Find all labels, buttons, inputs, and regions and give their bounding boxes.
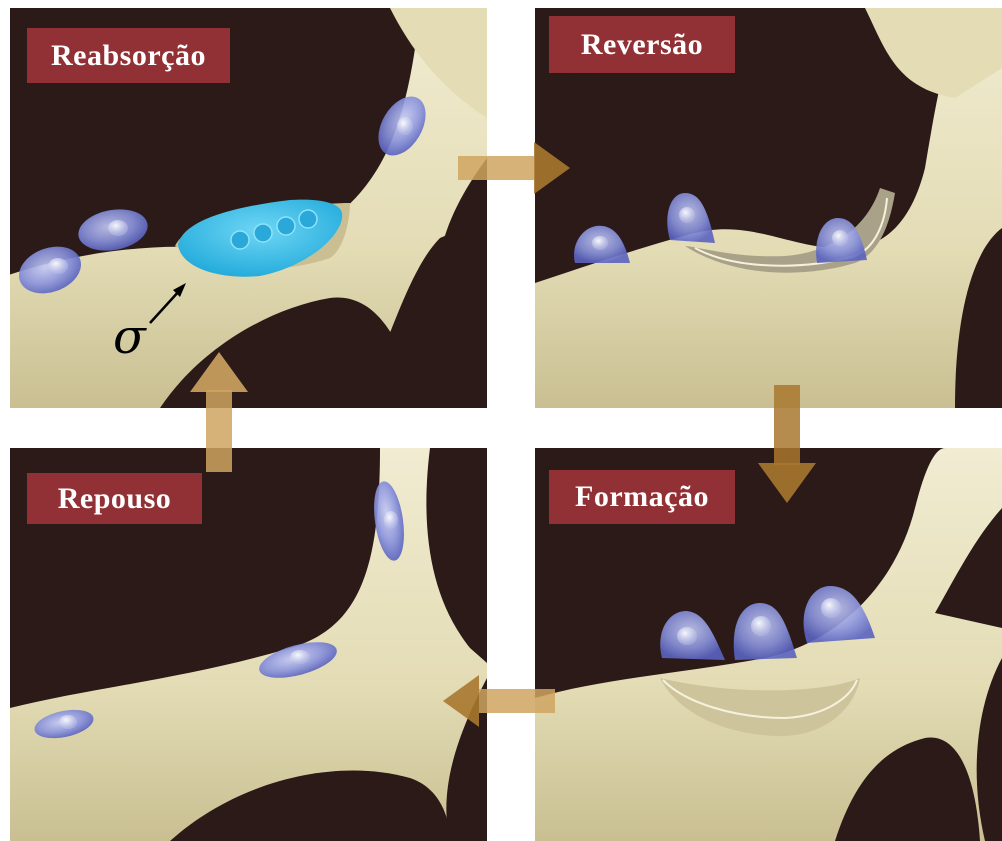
sigma-annotation: σ [113, 313, 146, 361]
label-reversal: Reversão [549, 16, 735, 73]
arrow-left-icon [441, 673, 555, 729]
label-resorption: Reabsorção [27, 28, 230, 83]
arrow-right-icon [458, 140, 572, 196]
arrow-down-icon [758, 385, 816, 505]
label-resting: Repouso [27, 473, 202, 524]
arrow-up-icon [190, 350, 248, 472]
label-formation: Formação [549, 470, 735, 524]
